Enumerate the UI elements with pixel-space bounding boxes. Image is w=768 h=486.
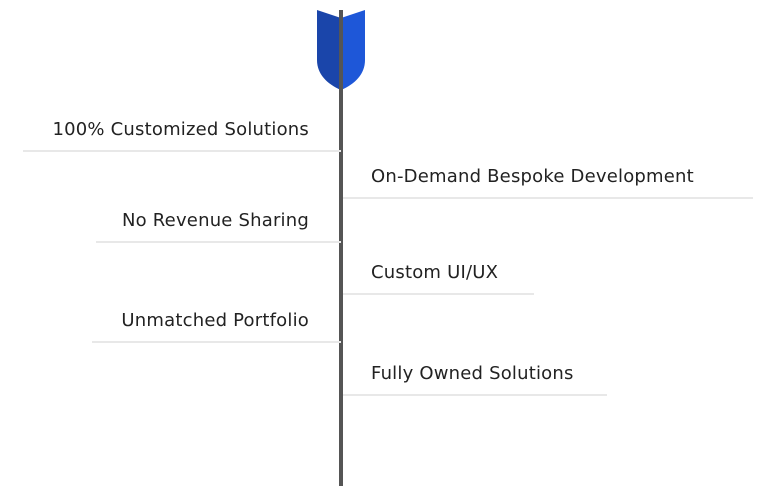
feature-left-1: 100% Customized Solutions	[23, 119, 341, 152]
feature-label: Unmatched Portfolio	[121, 310, 309, 331]
feature-label: Custom UI/UX	[371, 262, 499, 283]
timeline-axis-front	[339, 10, 343, 486]
feature-label: 100% Customized Solutions	[52, 119, 309, 140]
feature-right-1: On-Demand Bespoke Development	[343, 166, 753, 199]
feature-right-3: Fully Owned Solutions	[343, 363, 607, 396]
feature-label: Fully Owned Solutions	[371, 363, 574, 384]
feature-label: On-Demand Bespoke Development	[371, 166, 694, 187]
feature-right-2: Custom UI/UX	[343, 262, 534, 295]
feature-left-3: Unmatched Portfolio	[92, 310, 341, 343]
shield-icon	[317, 10, 365, 90]
feature-left-2: No Revenue Sharing	[96, 210, 341, 243]
feature-label: No Revenue Sharing	[121, 210, 309, 231]
